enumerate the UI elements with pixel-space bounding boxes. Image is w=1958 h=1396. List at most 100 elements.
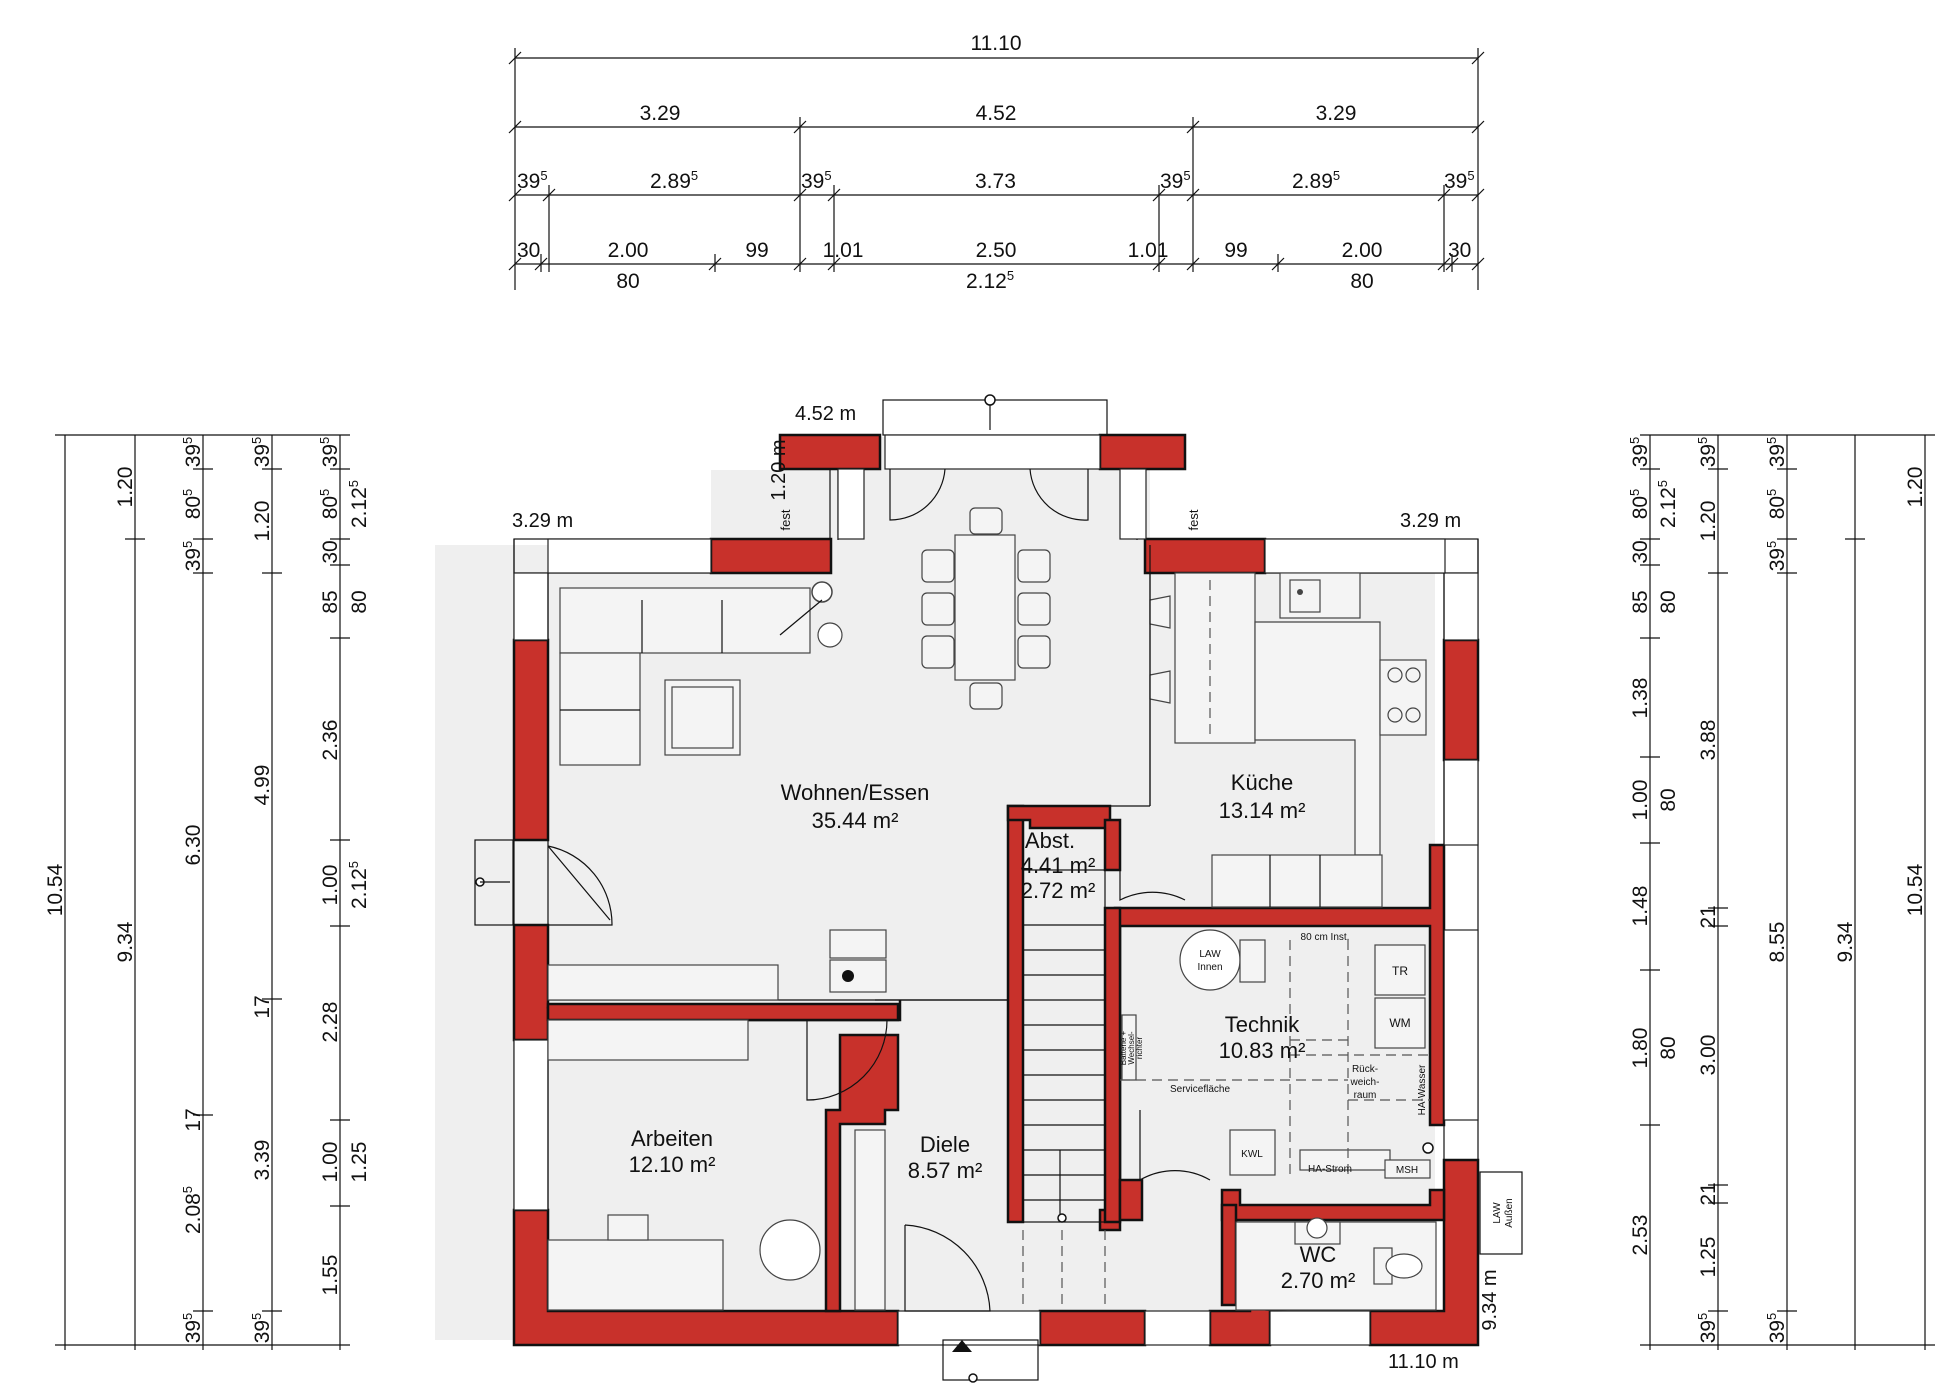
room-kueche-name: Küche	[1231, 770, 1293, 795]
top-dimension-chain: 11.10 3.29 4.52 3.29 395 2.895 395 3.73 …	[508, 32, 1485, 293]
dim-right-c1-9: 2.53	[1629, 1215, 1652, 1256]
dim-right-c1-4: 85	[1629, 590, 1652, 613]
wall-right-1	[1442, 638, 1480, 762]
room-wohnen-area: 35.44 m²	[812, 808, 899, 833]
room-technik-name: Technik	[1225, 1012, 1301, 1037]
dim-left-c5-9: 1.55	[319, 1255, 342, 1296]
right-dimension-chain: 395 805 30 85 1.38 1.00 1.48 1.80 2.53 2…	[1627, 434, 1935, 1350]
wall-wc-left	[1220, 1203, 1238, 1307]
dim-top-r4-2: 2.00	[608, 239, 649, 262]
left-dimension-chain: 10.54 1.20 9.34 395 805 395 6.30 17 2.08…	[44, 434, 371, 1350]
dim-left-c5-4: 85	[319, 590, 342, 613]
room-diele-name: Diele	[920, 1132, 970, 1157]
dim-left-c5-7: 2.28	[319, 1002, 342, 1043]
dim-left-c5-5: 2.36	[319, 720, 342, 761]
label-rueck-1: Rück-	[1352, 1064, 1378, 1075]
dim-right-c3-3: 3.88	[1697, 720, 1720, 761]
dim-left-c5-2: 805	[317, 489, 342, 520]
wall-top-right	[1143, 537, 1267, 575]
label-3-29m-right: 3.29 m	[1400, 510, 1461, 532]
room-kueche-area: 13.14 m²	[1219, 798, 1306, 823]
fireplace	[547, 929, 887, 1061]
room-diele-area: 8.57 m²	[908, 1158, 983, 1183]
dim-right-c4-1: 395	[1764, 437, 1789, 468]
dim-left-c6-3: 2.125	[346, 861, 371, 909]
dim-left-c3-7: 395	[180, 1313, 205, 1344]
dim-right-c4-5: 395	[1764, 1313, 1789, 1344]
kitchen-furniture	[1149, 572, 1427, 908]
dim-right-c3-6: 21	[1697, 1182, 1720, 1205]
wall-wc-top	[1220, 1188, 1446, 1222]
wall-arbeiten-right	[824, 1033, 900, 1313]
label-9-34m: 9.34 m	[1479, 1269, 1501, 1330]
room-abst-name: Abst.	[1025, 828, 1075, 853]
room-technik-area: 10.83 m²	[1219, 1038, 1306, 1063]
dim-top-r4-7: 99	[1224, 239, 1247, 262]
dim-right-c2-4: 80	[1657, 1036, 1680, 1059]
label-service: Servicefläche	[1170, 1084, 1230, 1095]
dim-right-c3-7: 1.25	[1697, 1237, 1720, 1278]
staircase	[1022, 869, 1106, 1305]
label-kwl: KWL	[1241, 1149, 1263, 1160]
wall-technik	[1098, 843, 1446, 1232]
label-3-29m-left: 3.29 m	[512, 510, 573, 532]
dim-right-c3-4: 21	[1697, 905, 1720, 928]
dim-left-c3-5: 17	[182, 1108, 205, 1131]
dim-right-c1-8: 1.80	[1629, 1028, 1652, 1069]
room-abst-area1: 4.41 m²	[1021, 853, 1096, 878]
label-msh: MSH	[1396, 1165, 1418, 1176]
dim-top-r4-9: 30	[1448, 239, 1471, 262]
plan-text: 4.52 m 1.20 m 3.29 m 3.29 m 9.34 m 11.10…	[512, 403, 1515, 1373]
entry-markers	[474, 394, 1039, 1383]
dim-left-c3-6: 2.085	[180, 1186, 205, 1234]
dashed-lines	[875, 545, 1151, 1001]
label-ha-wasser: HA-Wasser	[1417, 1064, 1428, 1115]
dim-top-r3-2: 2.895	[650, 168, 698, 193]
label-batterie-1: Batterie +	[1119, 1030, 1128, 1065]
walls	[512, 433, 1480, 1347]
wall-left-1	[512, 638, 550, 842]
plan-body	[435, 394, 1523, 1383]
wall-stair-right	[1103, 906, 1122, 1224]
dim-top-r2-3: 3.29	[1316, 102, 1357, 125]
dim-left-c5-8: 1.00	[319, 1142, 342, 1183]
dim-left-c5-3: 30	[319, 540, 342, 563]
wall-left-2	[512, 923, 550, 1042]
dim-right-c4-2: 805	[1764, 489, 1789, 520]
label-1-20m: 1.20 m	[768, 439, 790, 500]
label-batterie-3: richter	[1135, 1037, 1144, 1060]
dim-top-r4-3: 99	[745, 239, 768, 262]
room-wohnen-name: Wohnen/Essen	[781, 780, 930, 805]
dim-right-c3-1: 395	[1695, 437, 1720, 468]
dim-top-r3-4: 3.73	[975, 170, 1016, 193]
wall-arbeiten-top-strip	[546, 1002, 900, 1022]
dim-left-c2-1: 1.20	[114, 467, 137, 508]
label-11-10m: 11.10 m	[1388, 1351, 1459, 1373]
dim-left-c4-3: 4.99	[251, 765, 274, 806]
dim-top-r4-1: 30	[517, 239, 540, 262]
sofa	[559, 581, 843, 766]
label-law-aussen-2: Außen	[1504, 1198, 1515, 1227]
wall-bay-right	[1098, 433, 1187, 471]
dim-right-c1-3: 30	[1629, 540, 1652, 563]
room-abst-area2: 2.72 m²	[1021, 878, 1096, 903]
dim-top-r5-2: 2.125	[966, 268, 1014, 293]
dim-left-c3-4: 6.30	[182, 825, 205, 866]
dim-right-c3-8: 395	[1695, 1313, 1720, 1344]
dim-left-c4-2: 1.20	[251, 501, 274, 542]
label-wm: WM	[1389, 1016, 1410, 1030]
dim-top-r5-1: 80	[616, 270, 639, 293]
room-arbeiten-name: Arbeiten	[631, 1126, 713, 1151]
dim-right-c2-2: 80	[1657, 590, 1680, 613]
label-rueck-2: weich-	[1350, 1077, 1380, 1088]
dim-left-total: 10.54	[44, 863, 67, 916]
law-aussen-box	[1479, 1171, 1523, 1255]
label-law-innen-1: LAW	[1199, 949, 1221, 960]
wall-top-left	[709, 537, 833, 575]
room-wc-area: 2.70 m²	[1281, 1268, 1356, 1293]
label-fest-right: fest	[1186, 509, 1201, 530]
dim-right-c1-5: 1.38	[1629, 678, 1652, 719]
dim-right-c3-2: 1.20	[1697, 501, 1720, 542]
label-tr: TR	[1392, 964, 1408, 978]
